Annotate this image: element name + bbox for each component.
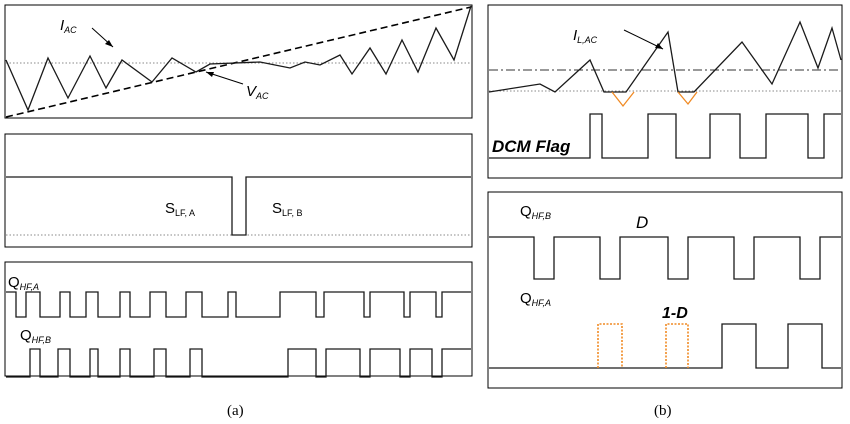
gate-b-waveform (6, 348, 471, 378)
gate-a-label-b: QHF,A (520, 290, 551, 308)
gate-a-waveform (6, 291, 471, 318)
gate-b-label-sub: HF,B (32, 335, 51, 345)
dcm-valley-highlight-2 (677, 91, 698, 106)
panel-b-current-label: IL,AC (573, 27, 598, 45)
panel-a-lf-switch-frame (4, 133, 473, 248)
current-label-main: I (60, 17, 64, 34)
panel-a: IAC VAC SLF, A SLF, B (4, 4, 473, 419)
panel-a-caption: (a) (227, 403, 244, 419)
complement-duty-pulse-1 (597, 323, 623, 368)
gate-a-b-label-sub: HF,A (532, 298, 551, 308)
panel-a-voltage-label: VAC (246, 83, 269, 101)
switch-b-label-sub: LF, B (282, 208, 303, 218)
voltage-pointer-arrow (205, 71, 244, 85)
gate-a-label: QHF,A (8, 274, 39, 292)
voltage-label-sub: AC (255, 91, 269, 101)
gate-b-b-label-sub: HF,B (532, 211, 551, 221)
panel-a-current-label: IAC (60, 17, 77, 35)
switch-a-label-main: S (165, 200, 175, 217)
complement-duty-pulse-2 (665, 323, 689, 368)
gate-b-label: QHF,B (20, 327, 51, 345)
voltage-ac-ramp (5, 6, 472, 118)
panel-b: IL,AC DCM Flag QHF,B QHF,A D 1-D (b) (487, 4, 843, 419)
complement-duty-label: 1-D (662, 305, 688, 322)
current-pointer-arrow (91, 27, 114, 48)
gate-a-label-main: Q (8, 274, 20, 291)
panel-b-caption: (b) (654, 403, 672, 419)
current-b-pointer-arrow (623, 29, 664, 50)
lf-switch-waveform (6, 176, 471, 236)
panel-b-hf-gate-plot: QHF,B QHF,A D 1-D (487, 191, 843, 389)
gate-b-b-label-main: Q (520, 203, 532, 220)
panel-b-hf-gate-frame (487, 191, 843, 389)
gate-a-label-sub: HF,A (20, 282, 39, 292)
current-b-label-sub: L,AC (577, 35, 598, 45)
gate-b-label-b: QHF,B (520, 203, 551, 221)
panel-a-hf-gate-plot: QHF,A QHF,B (4, 261, 473, 378)
panel-a-lf-switch-plot: SLF, A SLF, B (4, 133, 473, 248)
panel-a-hf-gate-frame (4, 261, 473, 377)
gate-b-waveform-b (489, 236, 841, 280)
panel-a-current-plot: IAC VAC (4, 4, 473, 119)
switch-b-label-main: S (272, 200, 282, 217)
duty-label: D (636, 213, 648, 232)
dcm-flag-label: DCM Flag (492, 137, 571, 156)
switch-a-label-sub: LF, A (175, 208, 195, 218)
current-label-sub: AC (63, 25, 77, 35)
gate-a-b-label-main: Q (520, 290, 532, 307)
gate-a-waveform-b (489, 323, 841, 369)
gate-b-label-main: Q (20, 327, 32, 344)
voltage-label-main: V (246, 83, 258, 100)
panel-b-current-plot: IL,AC DCM Flag (487, 4, 843, 179)
dcm-flag-waveform (489, 113, 841, 159)
switch-a-label: SLF, A (165, 200, 195, 218)
inductor-current-waveform (5, 5, 472, 112)
current-b-label-main: I (573, 27, 577, 44)
switch-b-label: SLF, B (272, 200, 303, 218)
dcm-valley-highlight-1 (611, 91, 635, 108)
